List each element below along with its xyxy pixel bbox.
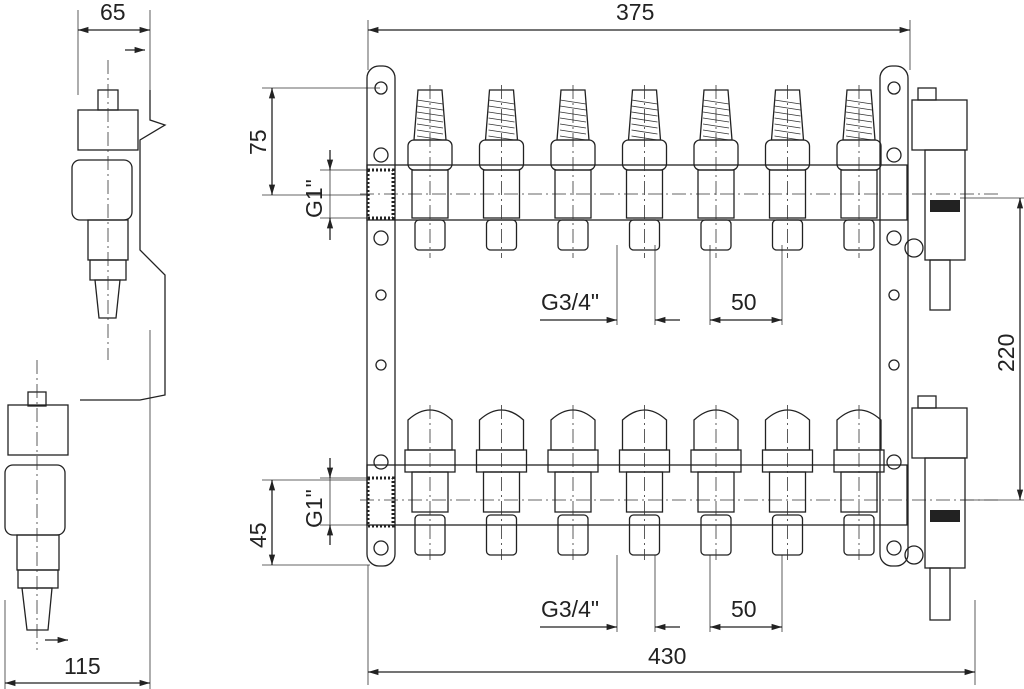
dim-75: 75: [245, 87, 380, 196]
flowmeter-outlet: [621, 85, 668, 258]
air-vent-top: [904, 87, 968, 311]
dim-label-g34-bottom: G3/4": [541, 596, 599, 622]
supply-bar: [360, 164, 1000, 221]
flowmeter-outlet: [407, 85, 453, 258]
valve-outlet: [547, 405, 599, 560]
dim-label-g34-top: G3/4": [541, 289, 599, 315]
valve-outlet: [475, 405, 528, 560]
dim-label-65: 65: [100, 0, 126, 25]
dim-outlets-bottom: G3/4" 50: [540, 555, 783, 632]
side-view: [4, 46, 167, 650]
dim-label-50-bottom: 50: [731, 596, 757, 622]
dim-label-g1-top: G1": [301, 179, 327, 218]
valve-outlet: [618, 405, 671, 560]
dim-430: 430: [367, 565, 976, 685]
valve-outlet: [833, 405, 885, 560]
dim-g1-top: G1": [301, 150, 370, 240]
dim-label-115: 115: [64, 653, 101, 679]
valve-outlet: [761, 405, 814, 560]
air-vent-bottom: [904, 395, 968, 621]
dim-outlets-top: G3/4" 50: [540, 245, 783, 325]
dim-label-220: 220: [993, 334, 1019, 372]
dim-115: 115: [4, 330, 151, 689]
valve-outlet: [404, 405, 456, 560]
flowmeter-outlet: [764, 85, 811, 258]
flowmeter-outlet: [550, 85, 596, 258]
dim-375: 375: [367, 0, 911, 70]
return-bar: [360, 464, 1000, 528]
flowmeter-outlet: [836, 85, 882, 258]
dim-label-375: 375: [616, 0, 654, 25]
dim-label-45: 45: [245, 522, 271, 548]
dim-g1-bottom: G1": [301, 458, 370, 545]
flowmeter-outlet: [478, 85, 525, 258]
dim-label-g1-bottom: G1": [301, 489, 327, 528]
dim-65: 65: [77, 0, 151, 120]
flowmeter-outlet: [693, 85, 739, 258]
dim-45: 45: [245, 479, 370, 566]
valve-outlet: [690, 405, 742, 560]
mounting-bracket-right: [879, 65, 909, 567]
dim-label-50-top: 50: [731, 289, 757, 315]
dim-label-75: 75: [245, 129, 271, 155]
dim-label-430: 430: [648, 643, 686, 669]
dim-220: 220: [960, 197, 1024, 501]
mounting-bracket-left: [366, 65, 396, 567]
